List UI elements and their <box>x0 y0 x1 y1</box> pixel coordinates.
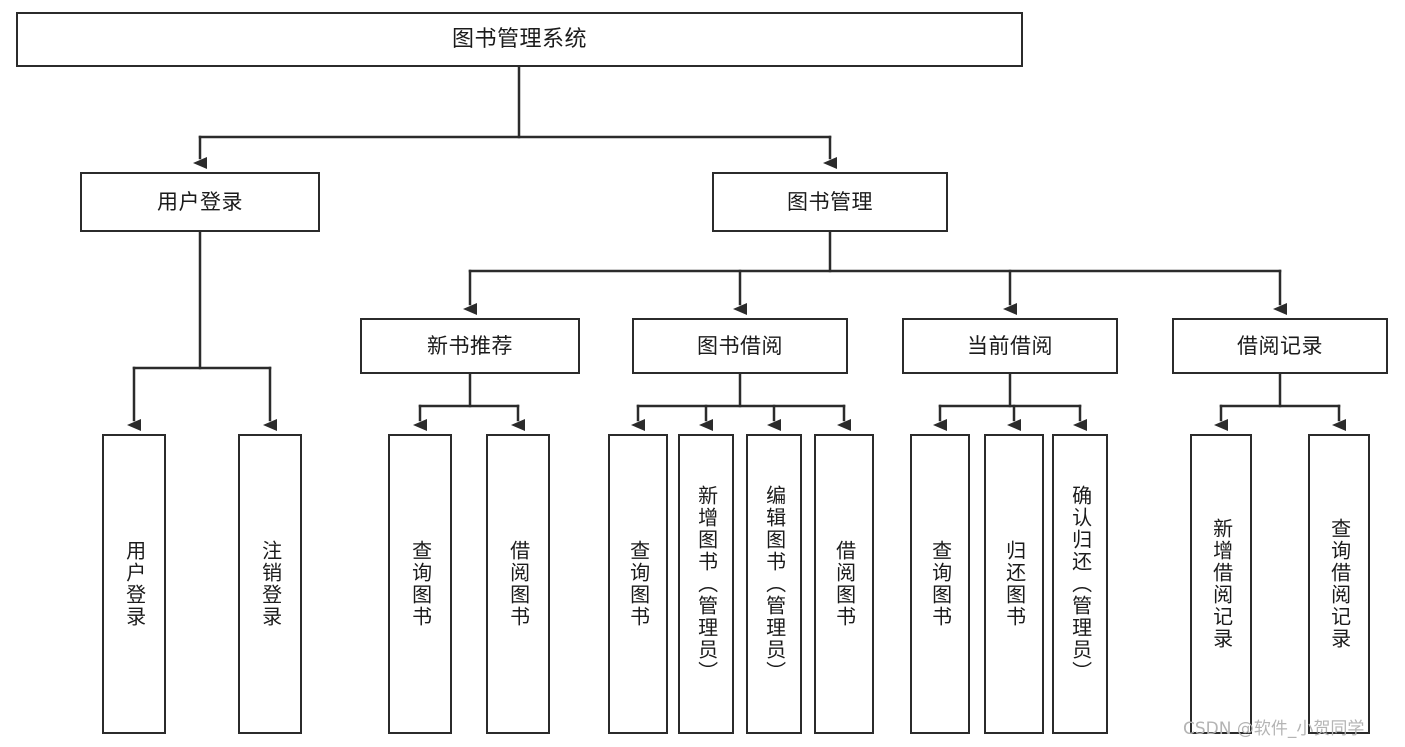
node-label: 借阅图书 <box>506 540 531 628</box>
node-label: 用户登录 <box>157 189 243 214</box>
node-new-book-rec[interactable]: 新书推荐 <box>360 318 580 374</box>
node-root-system[interactable]: 图书管理系统 <box>16 12 1023 67</box>
node-leaf-borrow-book-1[interactable]: 借阅图书 <box>486 434 550 734</box>
node-label: 图书管理 <box>787 189 873 214</box>
node-current-borrow[interactable]: 当前借阅 <box>902 318 1118 374</box>
node-label: 新书推荐 <box>427 333 513 358</box>
node-label: 确认归还（管理员） <box>1068 485 1093 683</box>
node-leaf-query-book-2[interactable]: 查询图书 <box>608 434 668 734</box>
node-label: 新增借阅记录 <box>1209 518 1234 650</box>
node-label: 归还图书 <box>1002 540 1027 628</box>
node-leaf-add-book[interactable]: 新增图书（管理员） <box>678 434 734 734</box>
node-leaf-query-record[interactable]: 查询借阅记录 <box>1308 434 1370 734</box>
node-leaf-borrow-book-2[interactable]: 借阅图书 <box>814 434 874 734</box>
node-label: 当前借阅 <box>967 333 1053 358</box>
node-leaf-return-book[interactable]: 归还图书 <box>984 434 1044 734</box>
node-borrow-record[interactable]: 借阅记录 <box>1172 318 1388 374</box>
node-leaf-add-record[interactable]: 新增借阅记录 <box>1190 434 1252 734</box>
node-leaf-query-book-1[interactable]: 查询图书 <box>388 434 452 734</box>
node-label: 查询图书 <box>408 540 433 628</box>
node-user-login[interactable]: 用户登录 <box>80 172 320 232</box>
node-book-manage[interactable]: 图书管理 <box>712 172 948 232</box>
node-label: 查询图书 <box>928 540 953 628</box>
node-label: 借阅图书 <box>832 540 857 628</box>
node-label: 查询借阅记录 <box>1327 518 1352 650</box>
node-leaf-user-login[interactable]: 用户登录 <box>102 434 166 734</box>
node-label: 查询图书 <box>626 540 651 628</box>
watermark-text: CSDN @软件_小贺同学 <box>1183 719 1365 739</box>
node-leaf-confirm-return[interactable]: 确认归还（管理员） <box>1052 434 1108 734</box>
node-leaf-edit-book[interactable]: 编辑图书（管理员） <box>746 434 802 734</box>
node-leaf-logout[interactable]: 注销登录 <box>238 434 302 734</box>
node-leaf-query-book-3[interactable]: 查询图书 <box>910 434 970 734</box>
node-label: 编辑图书（管理员） <box>762 485 787 683</box>
node-book-borrow[interactable]: 图书借阅 <box>632 318 848 374</box>
node-label: 图书管理系统 <box>451 26 587 52</box>
node-label: 注销登录 <box>258 540 283 628</box>
node-label: 新增图书（管理员） <box>694 485 719 683</box>
node-label: 图书借阅 <box>697 333 783 358</box>
node-label: 借阅记录 <box>1237 333 1323 358</box>
node-label: 用户登录 <box>122 540 147 628</box>
